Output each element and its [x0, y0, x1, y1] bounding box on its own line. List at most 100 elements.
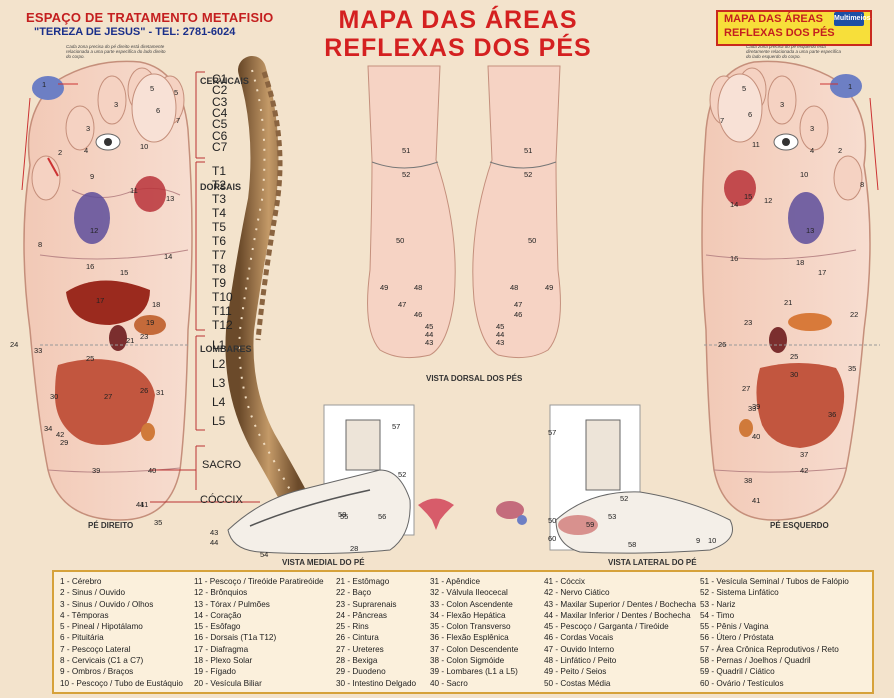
area-number: 58 — [338, 510, 347, 519]
area-number: 35 — [848, 364, 857, 373]
vertebra-label: T10 — [212, 290, 233, 304]
page-title-line-2: REFLEXAS DOS PÉS — [324, 34, 592, 62]
area-number: 49 — [380, 283, 389, 292]
legend-item: 24 - Pâncreas — [336, 610, 387, 620]
legend-item: 12 - Brônquios — [194, 588, 248, 598]
reproductive-organ-icon — [496, 501, 527, 525]
legend-item: 30 - Intestino Delgado — [336, 678, 417, 688]
legend-item: 35 - Colon Transverso — [430, 622, 511, 632]
lateral-foot-view — [549, 404, 733, 554]
area-number: 25 — [86, 354, 95, 363]
area-number: 44 — [210, 538, 219, 547]
area-number: 44 — [425, 330, 434, 339]
area-number: 2 — [58, 148, 63, 157]
right-foot-caption: PÉ DIREITO — [88, 521, 134, 530]
legend-item: 41 - Cóccix — [544, 577, 585, 586]
area-number: 54 — [260, 550, 269, 559]
area-number: 56 — [378, 512, 387, 521]
area-number: 47 — [514, 300, 523, 309]
legend-item: 59 - Quadril / Ciático — [700, 667, 775, 677]
legend-column: 51 - Vesícula Seminal / Tubos de Falópio… — [700, 576, 849, 689]
arrows — [21, 83, 879, 191]
area-number: 48 — [414, 283, 423, 292]
legend-item: 16 - Dorsais (T1a T12) — [194, 633, 277, 643]
area-number: 7 — [720, 116, 725, 125]
area-number: 51 — [524, 146, 533, 155]
legend-item: 36 - Flexão Esplênica — [430, 633, 509, 643]
area-number: 18 — [796, 258, 805, 267]
area-number: 46 — [414, 310, 423, 319]
vertebra-label: T7 — [212, 248, 227, 262]
area-number: 46 — [514, 310, 523, 319]
area-number: 11 — [752, 140, 760, 149]
legend-item: 33 - Colon Ascendente — [430, 599, 513, 609]
legend-item: 49 - Peito / Seios — [544, 667, 607, 677]
area-number: 9 — [90, 172, 95, 181]
dorsal-feet-view — [367, 65, 561, 359]
area-number: 22 — [850, 310, 859, 319]
vertebra-label: T2 — [212, 178, 227, 192]
legend-item: 43 - Maxilar Superior / Dentes / Bochech… — [544, 599, 696, 609]
area-number: 31 — [156, 388, 165, 397]
legend-item: 50 - Costas Média — [544, 678, 611, 688]
vertebra-label: C4 — [212, 105, 228, 120]
area-number: 6 — [748, 110, 753, 119]
area-number: 17 — [818, 268, 827, 277]
area-number: 14 — [164, 252, 173, 261]
vertebra-label: L5 — [212, 414, 226, 428]
legend-item: 56 - Útero / Próstata — [700, 633, 774, 643]
legend-item: 57 - Área Crônica Reprodutivos / Reto — [700, 644, 839, 654]
legend-item: 39 - Lombares (L1 a L5) — [430, 667, 518, 677]
area-number: 57 — [548, 428, 557, 437]
legend-item: 44 - Maxilar Inferior / Dentes / Bochech… — [544, 610, 691, 620]
dorsal-view-caption: VISTA DORSAL DOS PÉS — [426, 374, 523, 383]
legend-item: 23 - Suprarenais — [336, 599, 397, 609]
area-number: 42 — [800, 466, 809, 475]
area-number: 39 — [92, 466, 101, 475]
area-number: 29 — [60, 438, 69, 447]
area-number: 25 — [790, 352, 799, 361]
legend-item: 58 - Pernas / Joelhos / Quadril — [700, 656, 811, 666]
area-number: 57 — [392, 422, 401, 431]
brand-title-line-1: MAPA DAS ÁREAS — [724, 13, 824, 25]
area-number: 10 — [708, 536, 717, 545]
area-number: 1 — [848, 82, 853, 91]
page-title-line-1: MAPA DAS ÁREAS — [338, 6, 578, 34]
legend-item: 6 - Pituitária — [60, 633, 104, 643]
legend-item: 25 - Rins — [336, 622, 369, 632]
legend-item: 18 - Plexo Solar — [194, 656, 253, 666]
area-number: 43 — [210, 528, 219, 537]
area-number: 30 — [50, 392, 59, 401]
legend-item: 60 - Ovário / Testículos — [700, 678, 784, 688]
legend-item: 37 - Colon Descendente — [430, 644, 519, 654]
area-number: 45 — [496, 322, 505, 331]
area-number: 18 — [152, 300, 161, 309]
legend-item: 22 - Baço — [336, 588, 372, 598]
vertebra-label: T4 — [212, 206, 227, 220]
vertebra-label: T3 — [212, 192, 227, 206]
legend-item: 47 - Ouvido Interno — [544, 644, 615, 654]
area-number: 19 — [146, 318, 155, 327]
spine-illustration — [225, 56, 312, 519]
vertebra-label: T8 — [212, 262, 227, 276]
vertebra-label: C2 — [212, 83, 228, 98]
area-number: 13 — [166, 194, 175, 203]
clinic-name: ESPAÇO DE TRATAMENTO METAFISIO — [26, 10, 274, 25]
legend-item: 48 - Linfático / Peito — [544, 656, 617, 666]
area-number: 10 — [800, 170, 809, 179]
area-number: 34 — [44, 424, 53, 433]
legend-item: 45 - Pescoço / Garganta / Tireóide — [544, 622, 669, 632]
area-number: 16 — [730, 254, 739, 263]
area-number: 33 — [748, 404, 757, 413]
vertebra-label: T1 — [212, 164, 227, 178]
legend-item: 38 - Colon Sigmóide — [430, 656, 505, 666]
area-number: 1 — [42, 80, 47, 89]
legend-item: 53 - Nariz — [700, 599, 736, 609]
area-number: 3 — [114, 100, 119, 109]
legend-item: 46 - Cordas Vocais — [544, 633, 614, 643]
